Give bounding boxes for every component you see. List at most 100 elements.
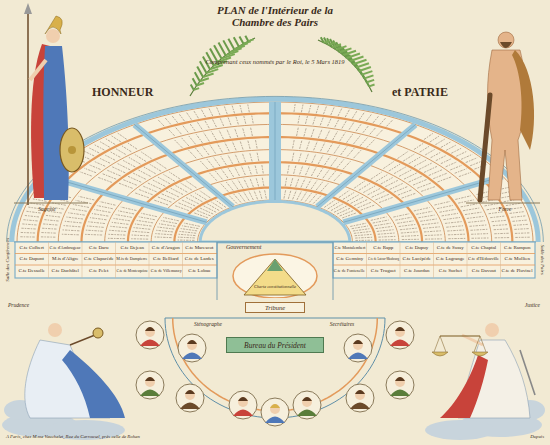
seat-name-stroke bbox=[448, 234, 465, 236]
seat-name-stroke bbox=[390, 183, 403, 189]
seat-name-stroke bbox=[321, 183, 329, 191]
seat-name-stroke bbox=[463, 208, 479, 211]
seat-name-stroke bbox=[44, 220, 58, 221]
seat-name-stroke bbox=[379, 197, 393, 202]
seat-name-stroke bbox=[354, 181, 365, 188]
seat-name-stroke bbox=[395, 217, 411, 220]
seat-name-stroke bbox=[123, 160, 135, 167]
seat-name-stroke bbox=[389, 164, 400, 171]
seat-name-stroke bbox=[241, 166, 245, 175]
palm-leaf bbox=[234, 37, 239, 46]
seat-name-stroke bbox=[188, 150, 196, 158]
bust bbox=[182, 353, 202, 360]
face bbox=[145, 377, 155, 387]
seat-name-stroke bbox=[400, 228, 417, 230]
seat-name-stroke bbox=[513, 224, 527, 225]
seat-name-stroke bbox=[325, 156, 331, 165]
seat-name-stroke bbox=[326, 130, 330, 139]
seat-name-stroke bbox=[92, 214, 108, 217]
seat-name-stroke bbox=[306, 179, 311, 188]
portrait-medallion bbox=[229, 391, 257, 419]
seat-name-stroke bbox=[414, 160, 426, 167]
inner-hole bbox=[200, 201, 350, 242]
dress bbox=[43, 46, 68, 200]
seat-name-stroke bbox=[70, 209, 86, 212]
seat-name-stroke bbox=[297, 127, 299, 136]
portrait-medallion bbox=[386, 371, 414, 399]
seat-name-stroke bbox=[264, 189, 266, 198]
bench-rule bbox=[15, 265, 217, 266]
seat-name-stroke bbox=[184, 223, 200, 226]
peer-name: C.te Truguet bbox=[371, 268, 396, 274]
seat-name-stroke bbox=[94, 145, 104, 151]
seat-name-stroke bbox=[467, 216, 484, 218]
seat-name-stroke bbox=[221, 183, 229, 191]
seat-name-stroke bbox=[294, 165, 296, 174]
palm-stem bbox=[190, 38, 255, 96]
bust bbox=[390, 390, 410, 397]
seat-name-stroke bbox=[86, 230, 103, 231]
seat-name-stroke bbox=[375, 194, 388, 200]
head bbox=[498, 32, 514, 48]
seat-name-stroke bbox=[441, 142, 451, 148]
peer-name: C.te Daru bbox=[89, 245, 108, 251]
seat-name-stroke bbox=[355, 237, 372, 239]
medallion-frame bbox=[261, 398, 289, 426]
seat-name-stroke bbox=[155, 234, 172, 235]
seat-name-stroke bbox=[370, 127, 376, 134]
seat-name-stroke bbox=[143, 186, 156, 192]
bench-rule bbox=[366, 242, 367, 278]
cloud bbox=[425, 420, 495, 440]
seat-name-stroke bbox=[66, 217, 83, 219]
medallion-frame bbox=[293, 391, 321, 419]
palm-leaf bbox=[195, 72, 200, 81]
seat-name-stroke bbox=[363, 125, 369, 132]
seat-name-stroke bbox=[471, 237, 488, 238]
seat-name-stroke bbox=[422, 223, 439, 225]
seat-name-stroke bbox=[459, 172, 471, 176]
seat-name-stroke bbox=[301, 105, 303, 113]
plate-label: Justice bbox=[490, 302, 540, 308]
seat-name-stroke bbox=[226, 182, 233, 190]
seat-name-stroke bbox=[248, 104, 250, 112]
seat-name-stroke bbox=[108, 234, 125, 236]
seat-name-stroke bbox=[470, 161, 482, 166]
seat-name-stroke bbox=[133, 173, 146, 179]
seat-name-stroke bbox=[100, 142, 110, 148]
seat-name-stroke bbox=[217, 107, 220, 115]
seat-name-stroke bbox=[240, 105, 242, 113]
plate-label: Force bbox=[480, 206, 530, 212]
seat-name-stroke bbox=[182, 138, 189, 146]
seat-name-stroke bbox=[64, 226, 81, 227]
portrait-medallion bbox=[386, 321, 414, 349]
palm-leaf bbox=[228, 39, 234, 50]
peer-name: C.te Dupuy bbox=[405, 245, 428, 251]
palm-leaf bbox=[193, 78, 197, 85]
bust bbox=[265, 417, 285, 424]
seat-name-stroke bbox=[506, 203, 520, 205]
plate-label: Prudence bbox=[8, 302, 58, 308]
hair bbox=[145, 377, 155, 381]
helmet bbox=[45, 16, 62, 34]
seat-name-stroke bbox=[118, 164, 131, 170]
seat-name-stroke bbox=[166, 191, 179, 197]
seat-name-stroke bbox=[174, 140, 182, 148]
palm-leaf bbox=[367, 80, 374, 82]
seat-name-stroke bbox=[316, 106, 318, 114]
face bbox=[187, 340, 197, 350]
face bbox=[353, 340, 363, 350]
hair bbox=[238, 397, 248, 401]
scale-beam bbox=[440, 335, 480, 336]
seat-name-stroke bbox=[41, 236, 55, 237]
palm-leaf bbox=[364, 75, 373, 78]
seat-name-stroke bbox=[197, 122, 202, 129]
seat-name-stroke bbox=[239, 193, 245, 202]
seat-name-stroke bbox=[73, 204, 89, 207]
seat-name-stroke bbox=[43, 224, 57, 225]
seat-name-stroke bbox=[339, 190, 349, 197]
seat-name-stroke bbox=[244, 192, 249, 201]
seat-name-stroke bbox=[228, 155, 233, 164]
seat-name-stroke bbox=[87, 226, 104, 227]
seat-name-stroke bbox=[437, 205, 453, 208]
seat-name-stroke bbox=[300, 140, 302, 149]
